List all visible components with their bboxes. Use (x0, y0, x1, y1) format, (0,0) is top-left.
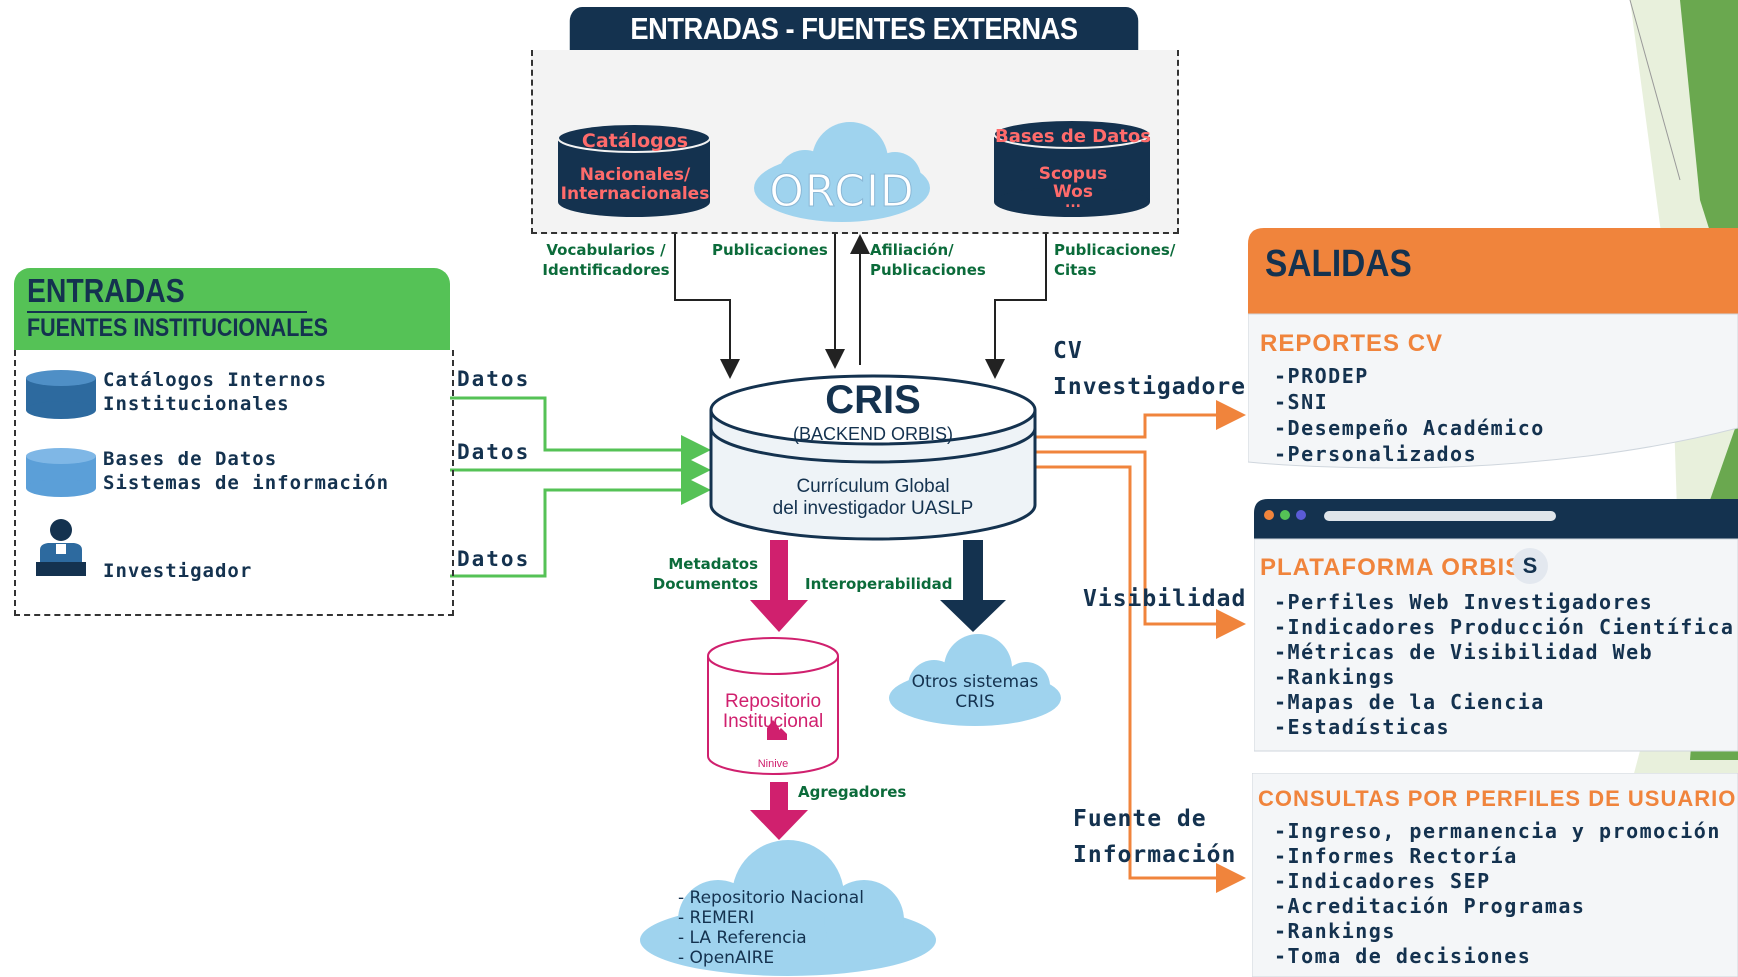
cris-body-line2: del investigador UASLP (772, 498, 974, 519)
bases-database-icon (993, 119, 1151, 217)
salidas-reportes-panel (1248, 228, 1738, 469)
institutional-panel (14, 350, 454, 616)
consultas-item-3: -Indicadores SEP (1274, 869, 1491, 893)
plataforma-item-1: -Perfiles Web Investigadores (1274, 590, 1654, 614)
cris-database-icon (709, 374, 1037, 541)
plataforma-item-3: -Métricas de Visibilidad Web (1274, 640, 1654, 664)
plataforma-item-2: -Indicadores Producción Científica (1274, 615, 1735, 639)
otros-sistemas-cloud-icon (889, 634, 1061, 726)
cris-body-line1: Currículum Global (796, 476, 950, 497)
salidas-title: SALIDAS (1265, 243, 1412, 285)
label-citas: Publicaciones/Citas (1054, 241, 1176, 279)
consultas-panel (1252, 773, 1738, 977)
institutional-header (14, 268, 450, 350)
catalogos-internacionales: Internacionales (560, 184, 710, 204)
reportes-item-3: -Desempeño Académico (1274, 416, 1545, 440)
ninive-label: Ninive (757, 758, 789, 770)
bases-title: Bases de Datos (995, 126, 1151, 147)
label-agregadores: Agregadores (798, 783, 907, 801)
orcid-logo: ORCID (769, 166, 915, 218)
arrow-agregadores (750, 782, 808, 840)
consultas-title: CONSULTAS POR PERFILES DE USUARIO (1258, 786, 1737, 811)
datos-label-2: Datos (457, 440, 531, 464)
label-publicaciones: Publicaciones (712, 241, 828, 259)
plataforma-orbis-window (1254, 499, 1738, 752)
arrow-interoperabilidad (940, 540, 1006, 632)
bases-scopus: Scopus (1038, 164, 1108, 184)
reportes-cv-title: REPORTES CV (1260, 330, 1444, 357)
repositorio-database-icon (707, 637, 839, 775)
plataforma-item-4: -Rankings (1274, 665, 1396, 689)
label-afiliacion: Afiliación/Publicaciones (870, 241, 986, 279)
consultas-item-1: -Ingreso, permanencia y promoción (1274, 819, 1721, 843)
institutional-subtitle: FUENTES INSTITUCIONALES (27, 314, 329, 342)
arrow-metadatos (750, 540, 808, 632)
arrow-fuente (1033, 465, 1246, 893)
datos-label-1: Datos (457, 367, 531, 391)
arrow-visibilidad (1033, 450, 1246, 639)
consultas-item-5: -Rankings (1274, 919, 1396, 943)
consultas-item-4: -Acreditación Programas (1274, 894, 1586, 918)
institutional-divider (27, 311, 307, 313)
cris-subtitle: (BACKEND ORBIS) (792, 424, 954, 444)
arrow-vocab (674, 232, 740, 379)
plataforma-item-5: -Mapas de la Ciencia (1274, 690, 1545, 714)
repositorio-nacional-list: - Repositorio Nacional - REMERI - LA Ref… (678, 888, 864, 968)
institutional-title: ENTRADAS (27, 272, 185, 309)
reportes-item-4: -Personalizados (1274, 442, 1478, 466)
consultas-item-2: -Informes Rectoría (1274, 844, 1518, 868)
cris-title: CRIS (825, 378, 921, 422)
investigador-label: Investigador (103, 560, 253, 582)
consultas-item-6: -Toma de decisiones (1274, 944, 1532, 968)
orbis-logo-icon: S (1512, 548, 1548, 584)
datos-label-3: Datos (457, 547, 531, 571)
plataforma-orbis-title: PLATAFORMA ORBIS (1260, 554, 1523, 581)
label-visibilidad: Visibilidad (1083, 586, 1247, 612)
catalogos-database-icon (557, 123, 711, 217)
bases-wos: Wos (1053, 182, 1093, 202)
reportes-item-1: -PRODEP (1274, 364, 1369, 388)
catalogos-title: Catálogos (581, 130, 689, 152)
bases-datos-db-icon (26, 448, 96, 497)
catalogos-internos-db-icon (26, 370, 96, 419)
catalogos-nacionales: Nacionales/ (579, 165, 691, 185)
bases-more: ... (1065, 195, 1081, 211)
arrow-cv (1033, 400, 1246, 439)
arrow-datos-3 (450, 475, 711, 578)
arrow-citas (985, 232, 1047, 379)
orcid-cloud-icon (754, 122, 930, 222)
label-interoperabilidad: Interoperabilidad (805, 575, 953, 593)
investigador-person-icon (36, 519, 86, 576)
repositorio-nacional-cloud-icon (640, 840, 936, 976)
reportes-item-2: -SNI (1274, 390, 1329, 414)
arrow-datos-1 (450, 396, 711, 465)
external-sources-title: ENTRADAS - FUENTES EXTERNAS (569, 7, 1139, 50)
label-vocab: Vocabularios /Identificadores (542, 241, 670, 279)
plataforma-item-6: -Estadísticas (1274, 715, 1451, 739)
